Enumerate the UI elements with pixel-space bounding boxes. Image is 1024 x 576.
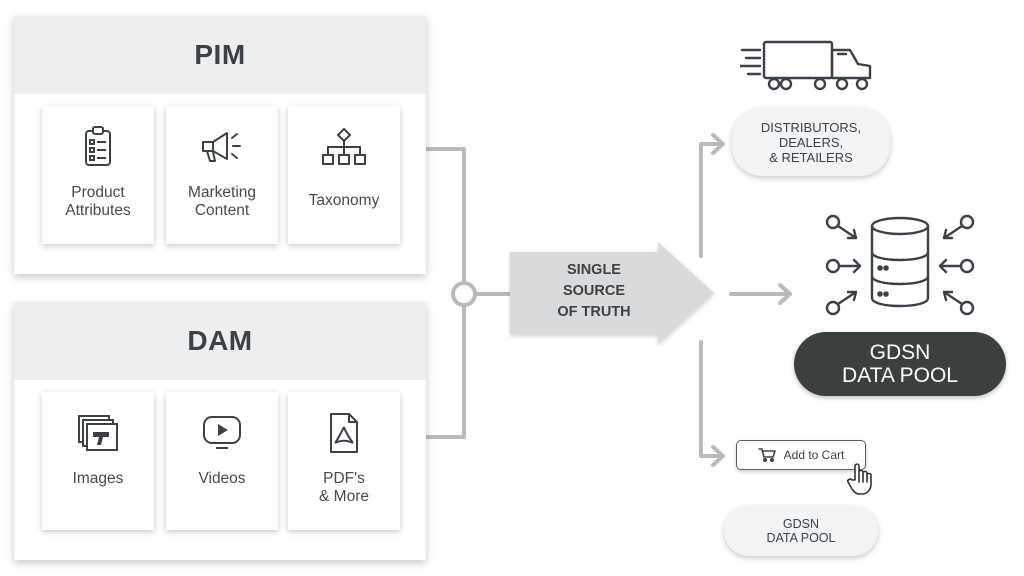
images-icon [75, 410, 121, 456]
dam-title: DAM [14, 302, 426, 380]
gdsn-data-pool-small-pill: GDSN DATA POOL [724, 506, 878, 556]
pdf-label: PDF's & More [319, 470, 369, 505]
taxonomy-card: Taxonomy [288, 106, 400, 244]
single-source-of-truth-label: SINGLE SOURCE OF TRUTH [557, 262, 631, 320]
product-attributes-label: Product Attributes [65, 184, 131, 219]
marketing-content-label: Marketing Content [187, 184, 257, 219]
clipboard-icon [81, 124, 115, 170]
database-icon [824, 208, 976, 325]
pdf-card: PDF's & More [288, 392, 400, 530]
marketing-content-card: Marketing Content [166, 106, 278, 244]
truck-icon [738, 38, 876, 99]
gdsn-data-pool-pill: GDSN DATA POOL [794, 332, 1006, 396]
pim-panel: PIM Product Attributes [14, 16, 426, 274]
megaphone-icon [199, 124, 245, 170]
single-source-of-truth-arrow: SINGLE SOURCE OF TRUTH [508, 240, 718, 346]
video-play-icon [200, 410, 244, 456]
videos-label: Videos [198, 470, 246, 487]
taxonomy-label: Taxonomy [308, 192, 380, 209]
dam-panel: DAM Images Videos [14, 302, 426, 560]
add-to-cart-button[interactable]: Add to Cart [736, 440, 866, 470]
hierarchy-icon [320, 124, 368, 170]
videos-card: Videos [166, 392, 278, 530]
images-label: Images [72, 470, 124, 487]
images-card: Images [42, 392, 154, 530]
junction-node [451, 281, 477, 307]
distributors-pill: DISTRIBUTORS, DEALERS, & RETAILERS [732, 108, 890, 176]
pdf-file-icon [326, 410, 362, 456]
hand-cursor-icon [846, 462, 876, 501]
add-to-cart-label: Add to Cart [783, 448, 845, 462]
pim-title: PIM [14, 16, 426, 94]
cart-icon [757, 448, 776, 462]
product-attributes-card: Product Attributes [42, 106, 154, 244]
